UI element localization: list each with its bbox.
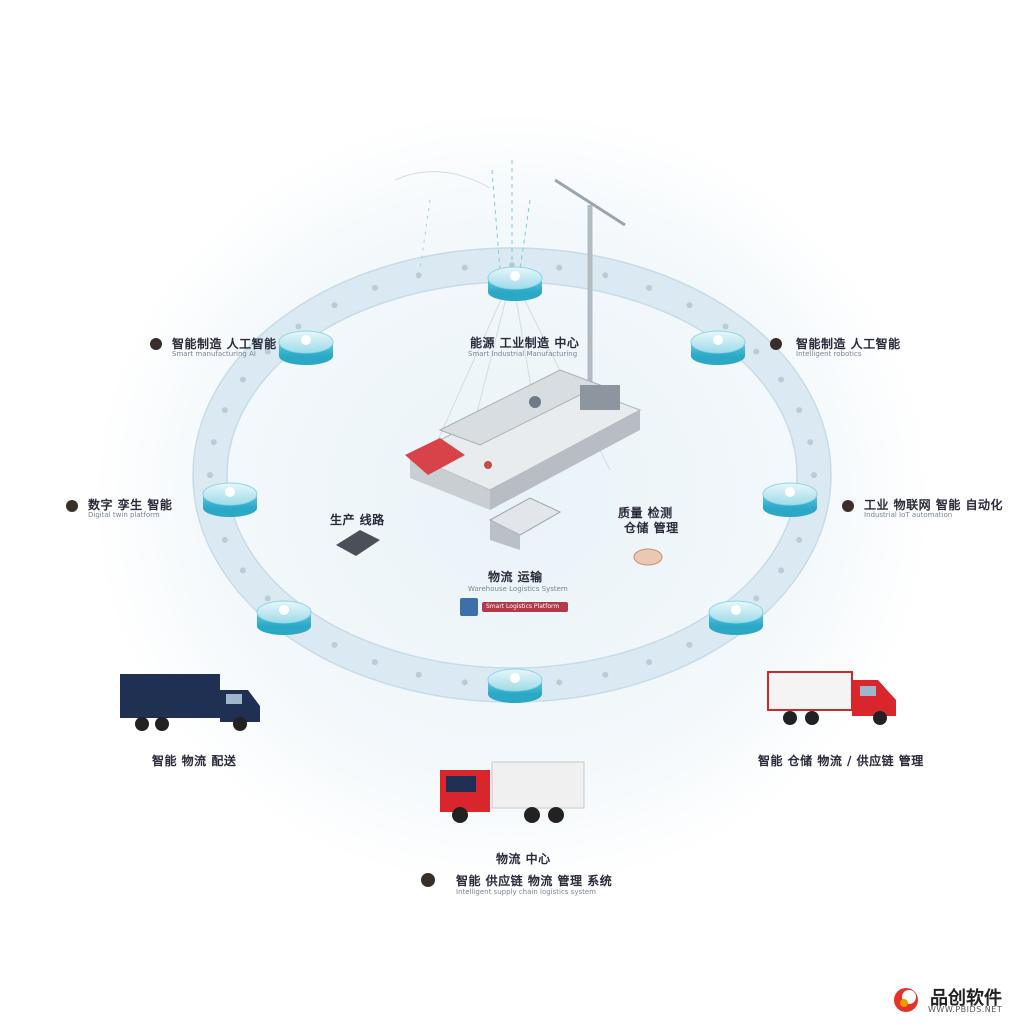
inner-right-label-2: 仓储 管理 (624, 521, 679, 535)
ring-dot (646, 284, 653, 291)
inner-bottom-subtitle: Warehouse Logistics System (468, 585, 568, 593)
ring-dot (602, 671, 609, 678)
ring-dot (778, 567, 785, 574)
ring-dot (778, 376, 785, 383)
ring-dot (415, 272, 422, 279)
ring-dot (461, 264, 468, 271)
ring-node (256, 600, 312, 635)
ring-dot (239, 567, 246, 574)
truck-bottom-title: 物流 中心 (496, 852, 551, 866)
node-left-1-subtitle: Smart manufacturing AI (172, 350, 256, 358)
ring-dot (221, 407, 228, 414)
truck-bottom-label: 智能 供应链 物流 管理 系统 (456, 874, 613, 888)
platform-badge: Smart Logistics Platform (482, 602, 568, 612)
brand-logo (894, 988, 918, 1012)
ring-dot (461, 679, 468, 686)
ring-dot (753, 595, 760, 602)
node-right-2-subtitle: Industrial IoT automation (864, 511, 953, 519)
ring-node (202, 482, 258, 517)
ring-node (762, 482, 818, 517)
ring-dot (807, 439, 814, 446)
central-machine (405, 369, 642, 510)
ring-dot (264, 595, 271, 602)
ring-dot (371, 659, 378, 666)
truck-left-label: 智能 物流 配送 (152, 754, 237, 768)
ring-dot (796, 407, 803, 414)
truck-left (120, 674, 260, 731)
ring-dot (295, 323, 302, 330)
ring-dot (415, 671, 422, 678)
ring-dot (264, 348, 271, 355)
ring-dot (556, 679, 563, 686)
ring-node (690, 330, 746, 365)
ring-node (278, 330, 334, 365)
ring-dot (811, 472, 817, 478)
truck-bottom (440, 761, 585, 823)
inner-equipment (336, 497, 663, 616)
ring-dot (686, 641, 693, 648)
inner-left-label: 生产 线路 (330, 513, 385, 527)
node-left-1-title: 智能制造 人工智能 (172, 337, 277, 351)
ring-nodes (202, 266, 818, 703)
ring-dot (221, 536, 228, 543)
ring-dot (602, 272, 609, 279)
ring-dot (331, 302, 338, 309)
node-right-1-subtitle: Intelligent robotics (796, 350, 862, 358)
ring-node (487, 668, 543, 703)
brand-url: WWW.PBIDS.NET (928, 1005, 1003, 1014)
ring-node (487, 266, 543, 301)
ring-node (708, 600, 764, 635)
node-left-2-title: 数字 孪生 智能 (88, 498, 173, 512)
center-subtitle: Smart Industrial Manufacturing (468, 350, 578, 358)
ring-dot (556, 264, 563, 271)
truck-right (767, 671, 896, 725)
ring-dot (210, 439, 217, 446)
center-title: 能源 工业制造 中心 (470, 336, 580, 350)
ring-dot (796, 536, 803, 543)
ring-dot (239, 376, 246, 383)
ring-dot (646, 659, 653, 666)
ring-dot (371, 284, 378, 291)
node-right-2-title: 工业 物联网 智能 自动化 (864, 498, 1004, 512)
ring-dot (207, 472, 213, 478)
ring-dot (753, 348, 760, 355)
inner-right-label-1: 质量 检测 (618, 506, 673, 520)
inner-bottom-label: 物流 运输 (488, 570, 543, 584)
node-right-1-title: 智能制造 人工智能 (796, 337, 901, 351)
ring-dot (686, 302, 693, 309)
person-icons (66, 338, 854, 887)
truck-bottom-subtitle: Intelligent supply chain logistics syste… (456, 888, 596, 896)
truck-right-label: 智能 仓储 物流 / 供应链 管理 (758, 754, 924, 768)
brand-name: 品创软件 (930, 988, 1002, 1009)
node-left-2-subtitle: Digital twin platform (88, 511, 160, 519)
ring-dot (331, 641, 338, 648)
ring-dot (722, 323, 729, 330)
